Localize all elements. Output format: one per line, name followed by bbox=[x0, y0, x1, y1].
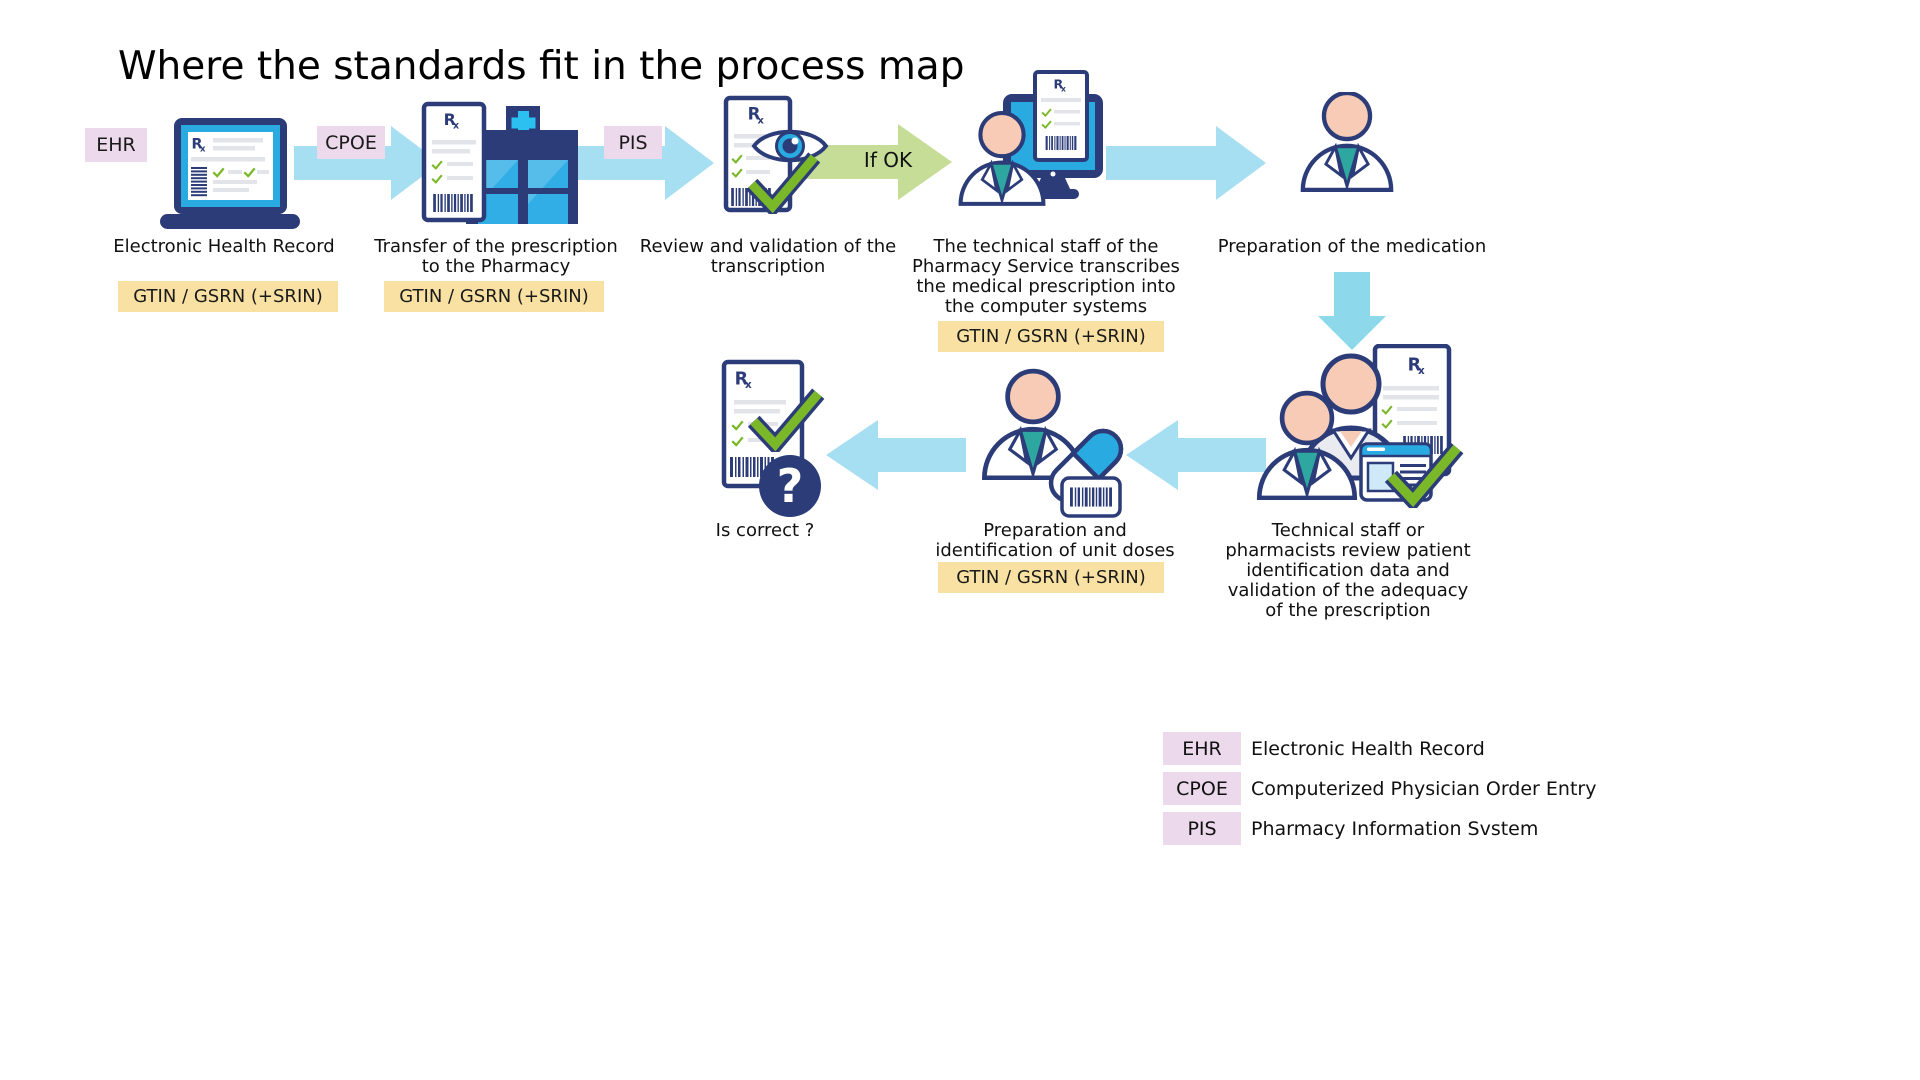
legend-row-cpoe: CPOE Computerized Physician Order Entry bbox=[1163, 772, 1596, 805]
step-label-transfer: Transfer of the prescription to the Phar… bbox=[374, 236, 618, 277]
prescription-paper bbox=[1033, 70, 1089, 162]
arrow-right-cpoe-icon bbox=[294, 126, 440, 200]
step-label-ehr: Electronic Health Record bbox=[113, 236, 335, 257]
gtin-badge: GTIN / GSRN (+SRIN) bbox=[384, 281, 604, 312]
laptop-ehr-icon bbox=[160, 118, 300, 233]
arrow-right-ifok-icon bbox=[798, 124, 952, 200]
page-title: Where the standards fit in the process m… bbox=[118, 44, 965, 89]
ehr-badge: EHR bbox=[85, 128, 147, 162]
legend-row-pis: PIS Pharmacy Information Svstem bbox=[1163, 812, 1538, 845]
prescription-paper bbox=[1372, 344, 1452, 477]
prescription-question-icon: ? bbox=[718, 356, 836, 520]
step-label-is-correct: Is correct ? bbox=[715, 520, 815, 541]
barcode-label-icon bbox=[1060, 476, 1122, 518]
if-ok-label: If OK bbox=[863, 148, 913, 172]
legend-row-ehr: EHR Electronic Health Record bbox=[1163, 732, 1485, 765]
gtin-badge: GTIN / GSRN (+SRIN) bbox=[118, 281, 338, 312]
technician-computer-icon bbox=[955, 70, 1115, 206]
legend-pis-name: Pharmacy Information Svstem bbox=[1251, 817, 1539, 840]
prescription-eye-icon bbox=[718, 94, 836, 220]
prescription-paper bbox=[421, 101, 487, 223]
arrow-right-prep-icon bbox=[1106, 126, 1266, 200]
cpoe-badge: CPOE bbox=[317, 126, 385, 159]
arrow-right-pis-icon bbox=[568, 126, 714, 200]
unit-dose-pharmacist-icon bbox=[968, 362, 1130, 520]
step-label-review: Review and validation of the transcripti… bbox=[639, 236, 897, 277]
step-label-review-team: Technical staff or pharmacists review pa… bbox=[1225, 520, 1471, 621]
pharmacy-building-icon bbox=[420, 98, 582, 246]
eye-icon bbox=[751, 129, 829, 163]
pis-badge: PIS bbox=[604, 126, 662, 159]
review-team-icon bbox=[1255, 344, 1465, 516]
pharmacist-icon bbox=[1300, 92, 1395, 194]
barcode bbox=[191, 167, 207, 197]
legend-cpoe-badge: CPOE bbox=[1163, 772, 1241, 805]
svg-text:?: ? bbox=[777, 459, 804, 513]
gtin-badge: GTIN / GSRN (+SRIN) bbox=[938, 321, 1164, 352]
legend-cpoe-name: Computerized Physician Order Entry bbox=[1251, 777, 1597, 800]
arrow-down-icon bbox=[1318, 272, 1386, 350]
legend-pis-badge: PIS bbox=[1163, 812, 1241, 845]
question-mark-icon: ? bbox=[759, 455, 821, 517]
gtin-badge: GTIN / GSRN (+SRIN) bbox=[938, 562, 1164, 593]
legend-ehr-badge: EHR bbox=[1163, 732, 1241, 765]
step-label-unit-doses: Preparation and identification of unit d… bbox=[935, 520, 1175, 561]
legend-ehr-name: Electronic Health Record bbox=[1251, 737, 1485, 760]
arrow-left-icon bbox=[1126, 420, 1266, 490]
arrow-left-icon bbox=[826, 420, 966, 490]
step-label-transcribe: The technical staff of the Pharmacy Serv… bbox=[912, 236, 1180, 317]
step-label-preparation: Preparation of the medication bbox=[1217, 236, 1487, 257]
